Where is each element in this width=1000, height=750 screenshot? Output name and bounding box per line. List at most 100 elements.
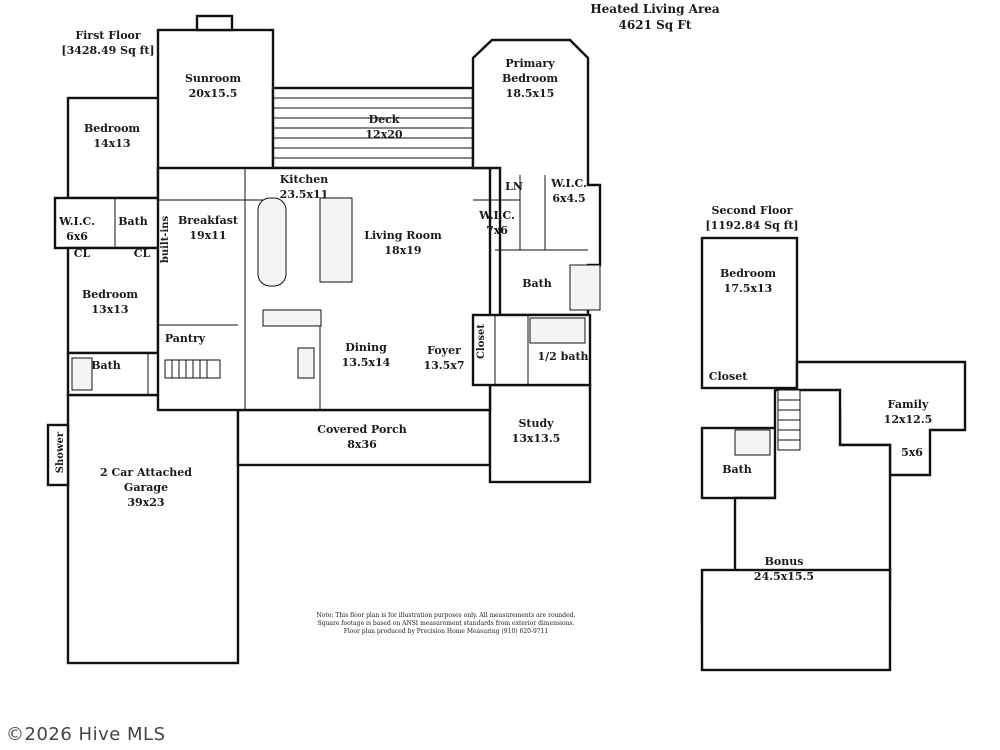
room-study: Study 13x13.5 xyxy=(512,416,561,446)
room-name: Bedroom xyxy=(83,122,141,135)
room-name: Study xyxy=(518,417,554,430)
tub-lower-left xyxy=(71,357,93,391)
room-wic-left: W.I.C. 6x6 xyxy=(59,214,95,244)
room-name: Family xyxy=(887,398,929,411)
room-name: Foyer xyxy=(427,344,461,357)
room-name: Bath xyxy=(91,359,121,372)
second-floor-heading: Second Floor [1192.84 Sq ft] xyxy=(705,203,798,233)
bedroom-upper-left-outline xyxy=(66,96,162,200)
copyright-watermark: ©2026 Hive MLS xyxy=(6,724,166,745)
room-name: Deck xyxy=(368,113,400,126)
room-name: W.I.C. xyxy=(479,209,515,222)
room-name: 1/2 bath xyxy=(537,350,589,363)
room-name: Living Room xyxy=(364,229,442,242)
kitchen-counter xyxy=(319,197,353,283)
room-family-nook: 5x6 xyxy=(901,445,923,460)
room-name: Bath xyxy=(522,277,552,290)
room-dim: 12x20 xyxy=(365,128,403,141)
shower-primary xyxy=(529,317,586,344)
room-cl-1: CL xyxy=(74,246,91,261)
room-dim: 14x13 xyxy=(93,137,131,150)
tub-primary xyxy=(569,264,601,311)
room-name: Bedroom xyxy=(81,288,139,301)
room-dim: 6x6 xyxy=(66,230,88,243)
room-dim: 8x36 xyxy=(347,438,377,451)
heated-area-value: 4621 Sq Ft xyxy=(618,18,692,32)
room-name: CL xyxy=(73,247,91,260)
room-name: Bonus xyxy=(764,555,804,568)
room-dim: 13.5x14 xyxy=(341,356,391,369)
room-bath-left-small: Bath xyxy=(118,214,148,229)
bonus-lower-outline xyxy=(700,568,892,672)
shower-second xyxy=(734,429,771,456)
room-dim: 17.5x13 xyxy=(723,282,773,295)
first-floor-area: [3428.49 Sq ft] xyxy=(61,44,155,57)
room-name: Dining xyxy=(345,341,387,354)
room-name: Closet xyxy=(708,370,748,383)
room-name-2: Garage xyxy=(123,481,169,494)
shower-outline xyxy=(46,423,70,487)
room-name: Pantry xyxy=(164,332,206,345)
room-name: Breakfast xyxy=(178,214,238,227)
room-name-1: Primary xyxy=(505,57,555,70)
room-name: W.I.C. xyxy=(551,177,587,190)
first-floor-heading: First Floor [3428.49 Sq ft] xyxy=(61,28,154,58)
heated-area-heading: Heated Living Area 4621 Sq Ft xyxy=(590,1,719,33)
room-cl-2: CL xyxy=(134,246,151,261)
room-wic-primary-small: W.I.C. 6x4.5 xyxy=(551,176,587,206)
room-dim: 39x23 xyxy=(127,496,165,509)
room-garage: 2 Car Attached Garage 39x23 xyxy=(100,465,192,510)
room-name-1: 2 Car Attached xyxy=(99,466,193,479)
room-bedroom-lower-left: Bedroom 13x13 xyxy=(82,287,138,317)
label-closet-foyer: Closet xyxy=(476,323,488,360)
room-name: Covered Porch xyxy=(317,423,407,436)
second-floor-title: Second Floor xyxy=(711,204,793,217)
label-shower: Shower xyxy=(55,431,67,474)
room-pantry: Pantry xyxy=(165,331,205,346)
room-deck: Deck 12x20 xyxy=(365,112,402,142)
room-dining: Dining 13.5x14 xyxy=(342,340,391,370)
room-bath-second: Bath xyxy=(722,462,752,477)
room-name: Sunroom xyxy=(184,72,242,85)
room-dim: 5x6 xyxy=(901,446,923,459)
note-line-2: Square footage is based on ANSI measurem… xyxy=(317,620,575,627)
note-line-1: Note: This floor plan is for illustratio… xyxy=(316,612,576,619)
dining-fixture xyxy=(297,347,315,379)
second-floor-area: [1192.84 Sq ft] xyxy=(705,219,799,232)
garage-outline xyxy=(66,393,240,665)
room-dim: 18.5x15 xyxy=(505,87,555,100)
room-dim: 24.5x15.5 xyxy=(753,570,815,583)
room-primary-bedroom: Primary Bedroom 18.5x15 xyxy=(502,56,558,101)
room-dim: 13x13.5 xyxy=(511,432,561,445)
first-floor-title: First Floor xyxy=(75,29,141,42)
sunroom-fireplace xyxy=(195,14,234,32)
room-wic-primary: W.I.C. 7x6 xyxy=(479,208,515,238)
note-line-3: Floor plan produced by Precision Home Me… xyxy=(343,628,549,635)
bedroom-second-outline xyxy=(700,236,799,390)
room-name: Bath xyxy=(118,215,148,228)
room-dim: 6x4.5 xyxy=(552,192,586,205)
room-bath-primary: Bath xyxy=(522,276,552,291)
room-name: LN xyxy=(505,180,523,193)
room-name: Kitchen xyxy=(279,173,329,186)
room-half-bath: 1/2 bath xyxy=(537,349,588,364)
room-covered-porch: Covered Porch 8x36 xyxy=(317,422,407,452)
kitchen-lower-counter xyxy=(262,309,322,327)
room-bedroom-upper-left: Bedroom 14x13 xyxy=(84,121,140,151)
room-dim: 12x12.5 xyxy=(883,413,933,426)
room-name: CL xyxy=(133,247,151,260)
room-breakfast: Breakfast 19x11 xyxy=(178,213,238,243)
room-name: W.I.C. xyxy=(59,215,95,228)
room-dim: 13.5x7 xyxy=(423,359,465,372)
room-foyer: Foyer 13.5x7 xyxy=(423,343,464,373)
room-living-room: Living Room 18x19 xyxy=(364,228,441,258)
room-name: Bedroom xyxy=(719,267,777,280)
room-name: Bath xyxy=(722,463,752,476)
kitchen-island xyxy=(257,197,287,287)
room-bath-lower-left: Bath xyxy=(91,358,121,373)
room-ln: LN xyxy=(505,179,523,194)
room-closet-second: Closet xyxy=(709,369,748,384)
room-family: Family 12x12.5 xyxy=(884,397,933,427)
